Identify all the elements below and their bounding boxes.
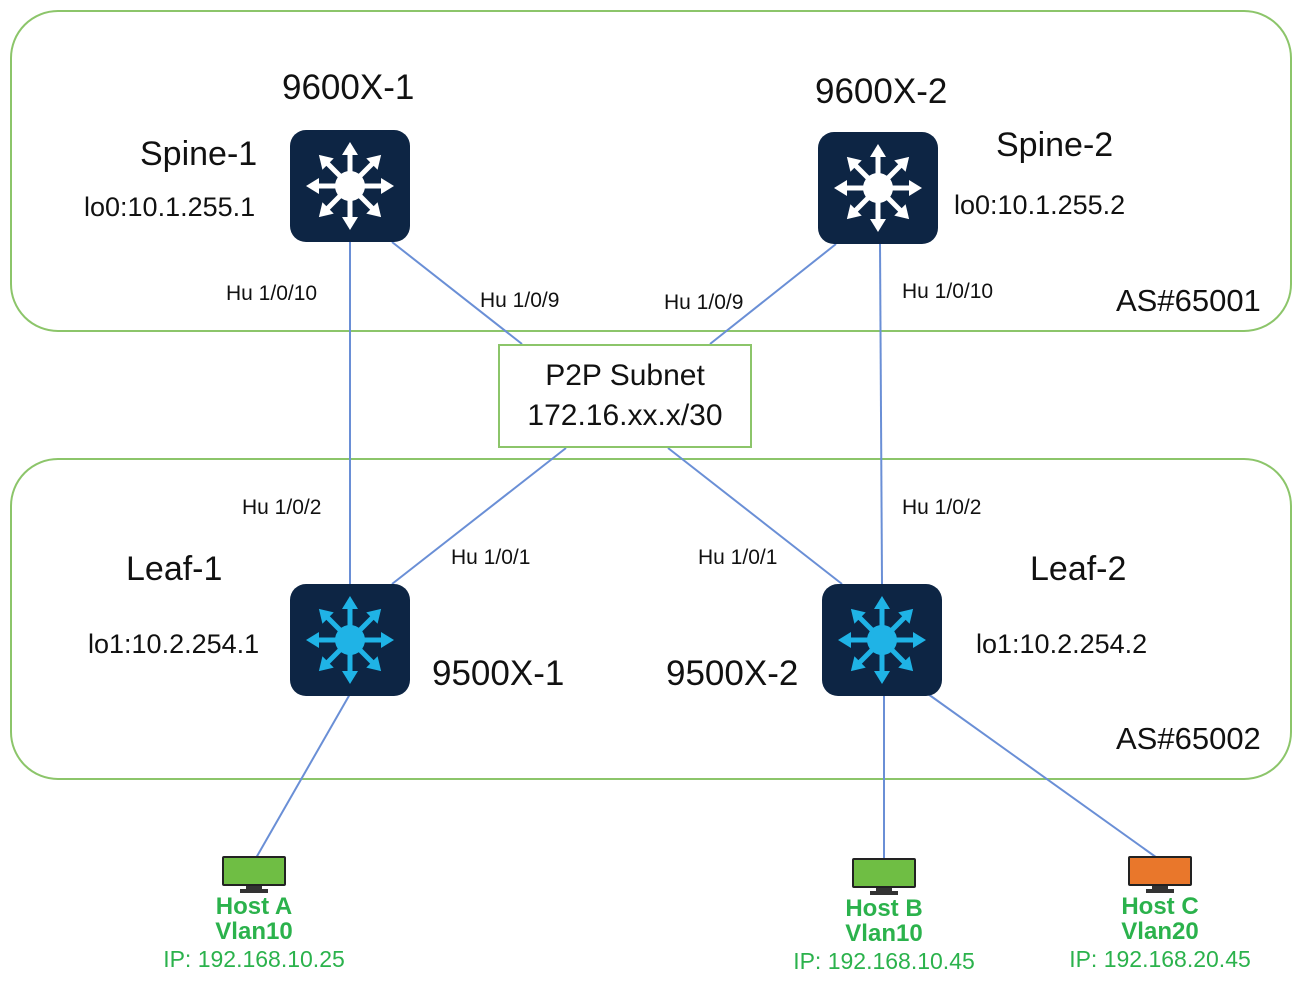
switch-arrow-head (874, 596, 890, 609)
switch-arrow-head (306, 178, 319, 194)
switch-arrow-head (342, 217, 358, 230)
switch-arrow-head (381, 632, 394, 648)
switch-arrow-head (846, 204, 862, 220)
link-spine2-p2p (709, 243, 837, 345)
switch-hub (867, 625, 897, 655)
switch-arrow-head (870, 144, 886, 157)
host-c-vlan: Vlan20 (1121, 918, 1199, 946)
switch-arrow-head (894, 156, 910, 172)
router-arrows-icon (306, 596, 394, 684)
switch-hub (335, 171, 365, 201)
switch-hub (863, 173, 893, 203)
switch-arrow-head (874, 671, 890, 684)
leaf-1-name: Leaf-1 (126, 550, 223, 588)
link-leaf1-hostA (255, 693, 351, 859)
leaf-1-loopback: lo1:10.2.254.1 (88, 629, 260, 659)
switch-arrow-head (898, 656, 914, 672)
leaf-2-switch-icon[interactable] (822, 584, 942, 696)
router-arrows-icon (838, 596, 926, 684)
switch-arrow-head (366, 154, 382, 170)
switch-arrow-head (366, 656, 382, 672)
switch-arrow-head (846, 156, 862, 172)
host-c-name: Host C (1121, 893, 1199, 920)
host-a-ip: IP: 192.168.10.25 (163, 946, 345, 973)
p2p-subnet-box: P2P Subnet 172.16.xx.x/30 (498, 344, 752, 448)
switch-arrow-head (850, 656, 866, 672)
host-b-ip: IP: 192.168.10.45 (793, 948, 975, 975)
host-c[interactable]: Host C Vlan20 IP: 192.168.20.45 (1030, 856, 1290, 974)
host-b-name: Host B (845, 895, 923, 922)
port-leaf1-p2p: Hu 1/0/1 (451, 546, 531, 569)
spine-1-switch-icon[interactable] (290, 130, 410, 242)
link-spine2-leaf2 (879, 243, 883, 585)
host-c-screen (1128, 856, 1192, 886)
switch-arrow-head (342, 596, 358, 609)
port-spine1-p2p: Hu 1/0/9 (480, 289, 560, 312)
link-leaf2-hostC (927, 693, 1161, 861)
switch-arrow-head (894, 204, 910, 220)
switch-arrow-head (850, 608, 866, 624)
spine-2-switch-icon[interactable] (818, 132, 938, 244)
port-spine2-p2p: Hu 1/0/9 (664, 291, 744, 314)
switch-arrow-head (318, 202, 334, 218)
switch-arrow-head (834, 180, 847, 196)
host-b[interactable]: Host B Vlan10 IP: 192.168.10.45 (754, 858, 1014, 976)
host-c-ip: IP: 192.168.20.45 (1069, 946, 1251, 973)
switch-hub (335, 625, 365, 655)
switch-arrow-head (366, 202, 382, 218)
host-a-name: Host A (215, 893, 293, 920)
monitor-icon (1128, 856, 1192, 894)
host-b-screen (852, 858, 916, 888)
port-spine1-down: Hu 1/0/10 (226, 282, 318, 305)
spine-2-model: 9600X-2 (815, 72, 948, 111)
spine-1-loopback: lo0:10.1.255.1 (84, 192, 256, 222)
port-leaf2-up: Hu 1/0/2 (902, 496, 982, 519)
host-a-screen (222, 856, 286, 886)
leaf-2-model: 9500X-2 (666, 654, 799, 693)
switch-arrow-head (306, 632, 319, 648)
link-p2p-leaf1 (391, 447, 567, 585)
switch-arrow-head (909, 180, 922, 196)
switch-arrow-head (838, 632, 851, 648)
leaf-1-switch-icon[interactable] (290, 584, 410, 696)
host-b-vlan: Vlan10 (845, 920, 923, 948)
leaf-2-name: Leaf-2 (1030, 550, 1127, 588)
leaf-as-zone (10, 458, 1292, 780)
link-spine1-p2p (391, 241, 523, 345)
switch-arrow-head (342, 671, 358, 684)
monitor-icon (852, 858, 916, 896)
leaf-as-label: AS#65002 (1116, 721, 1261, 756)
switch-arrow-head (366, 608, 382, 624)
host-a-vlan: Vlan10 (215, 918, 293, 946)
host-a[interactable]: Host A Vlan10 IP: 192.168.10.25 (124, 856, 384, 974)
router-arrows-icon (306, 142, 394, 230)
port-spine2-down: Hu 1/0/10 (902, 280, 994, 303)
port-leaf2-p2p: Hu 1/0/1 (698, 546, 778, 569)
switch-arrow-head (318, 154, 334, 170)
switch-arrow-head (318, 656, 334, 672)
leaf-1-model: 9500X-1 (432, 654, 565, 693)
p2p-title: P2P Subnet (545, 358, 705, 392)
leaf-2-loopback: lo1:10.2.254.2 (976, 629, 1148, 659)
spine-1-model: 9600X-1 (282, 68, 415, 107)
spine-2-name: Spine-2 (996, 126, 1114, 164)
port-leaf1-up: Hu 1/0/2 (242, 496, 322, 519)
switch-arrow-head (870, 219, 886, 232)
spine-2-loopback: lo0:10.1.255.2 (954, 190, 1126, 220)
switch-arrow-head (381, 178, 394, 194)
switch-arrow-head (898, 608, 914, 624)
p2p-subnet: 172.16.xx.x/30 (527, 399, 723, 432)
router-arrows-icon (834, 144, 922, 232)
switch-arrow-head (318, 608, 334, 624)
monitor-icon (222, 856, 286, 894)
switch-arrow-head (913, 632, 926, 648)
spine-as-label: AS#65001 (1116, 283, 1261, 318)
link-p2p-leaf2 (667, 447, 843, 585)
spine-as-zone (10, 10, 1292, 332)
spine-1-name: Spine-1 (140, 135, 258, 173)
switch-arrow-head (342, 142, 358, 155)
